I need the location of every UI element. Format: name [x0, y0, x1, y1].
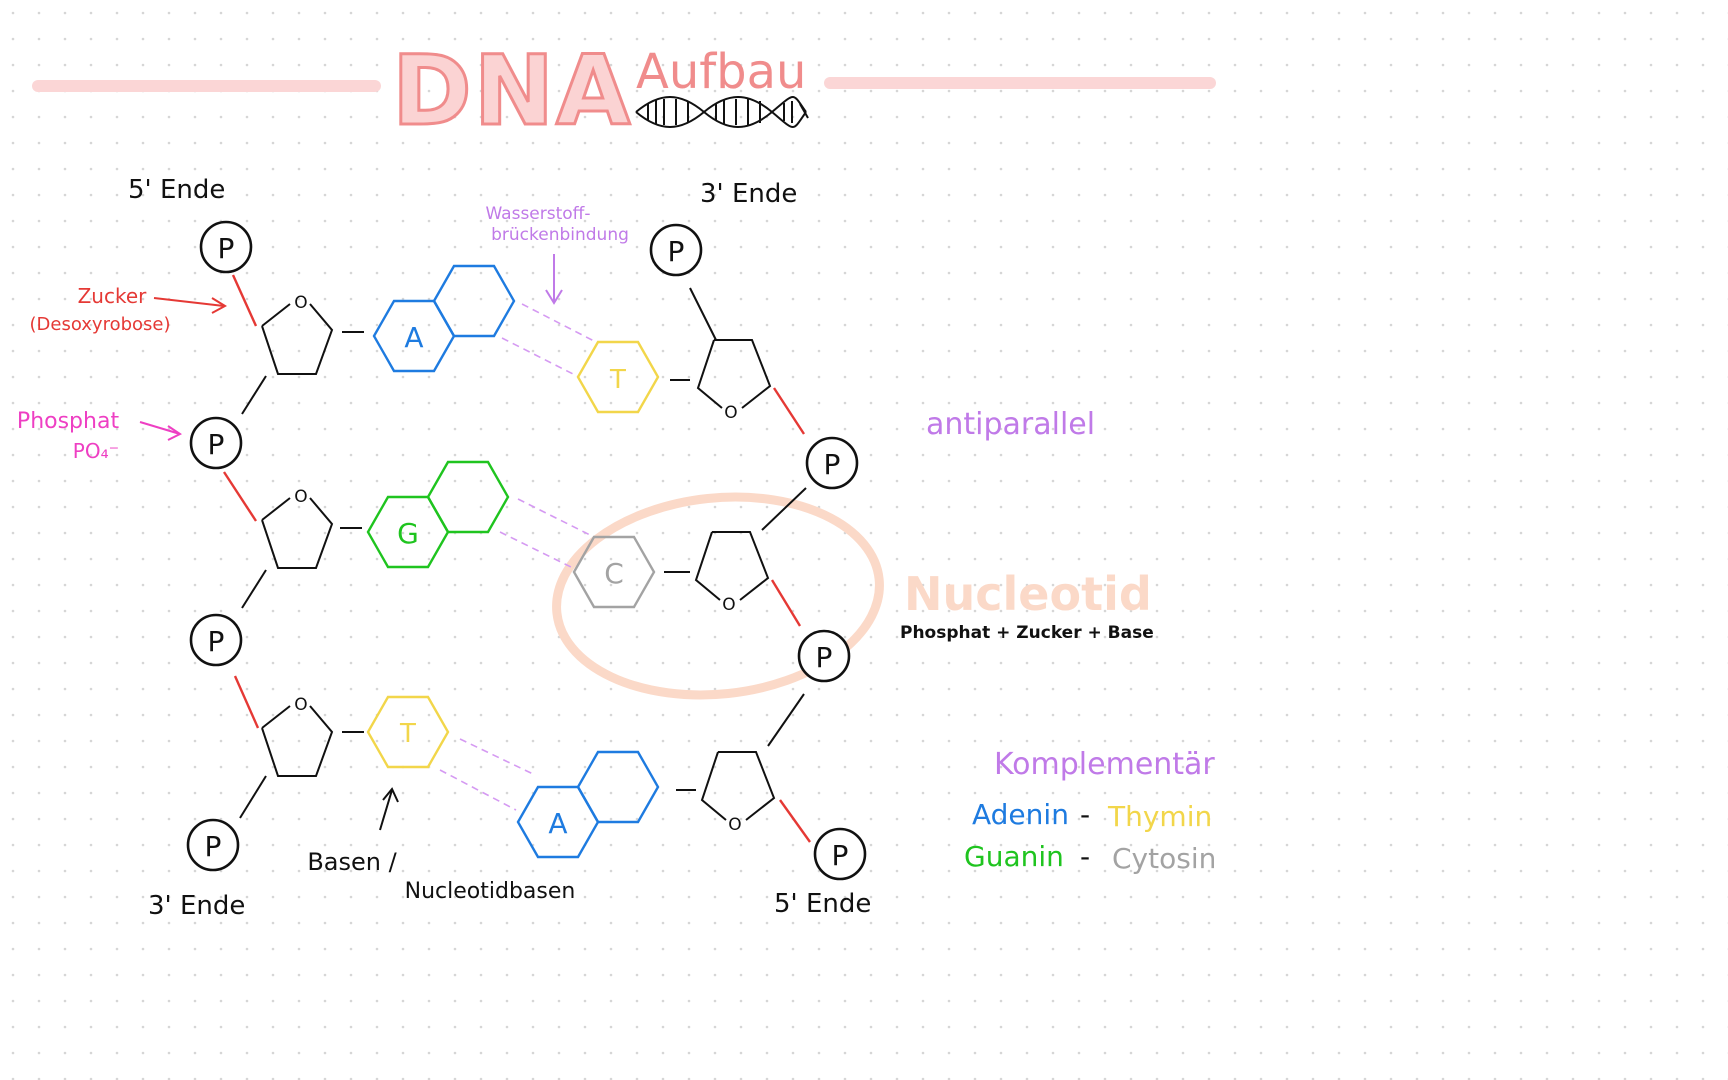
hydrogen-bonds: [439, 303, 595, 811]
svg-text:P: P: [832, 839, 849, 872]
pair-dash-1: -: [1080, 798, 1090, 831]
label-three-prime-top: 3' Ende: [700, 179, 797, 209]
right-strand: O O O P P P P T C: [516, 223, 867, 881]
base-right-cytosine: [572, 535, 656, 609]
note-nucleotid-definition: Phosphat + Zucker + Base: [900, 623, 1154, 643]
base-left-1-letter: A: [404, 321, 423, 354]
base-right-2-letter: C: [604, 557, 624, 590]
label-brueckenbindung: brückenbindung: [491, 225, 629, 245]
phosphate-left-4: P: [186, 818, 240, 872]
label-three-prime-bottom: 3' Ende: [148, 891, 245, 921]
base-right-3-letter: A: [548, 807, 567, 840]
svg-text:P: P: [668, 235, 685, 268]
oxygen-label-right-1: O: [724, 403, 737, 423]
label-phosphat: Phosphat: [17, 409, 120, 434]
label-zucker: Zucker: [78, 284, 148, 308]
svg-text:P: P: [205, 830, 222, 863]
pair-dash-2: -: [1080, 840, 1090, 873]
phosphate-right-2: P: [805, 436, 859, 490]
title-sub: Aufbau: [636, 44, 806, 100]
pair-guanin: Guanin: [964, 840, 1064, 873]
left-strand: O O O P P P P A: [186, 220, 516, 872]
base-left-thymine: [366, 695, 450, 769]
note-nucleotid: Nucleotid: [904, 567, 1152, 621]
pair-thymin: Thymin: [1107, 800, 1212, 833]
zucker-arrow: [153, 297, 228, 314]
note-komplementaer: Komplementär: [994, 747, 1215, 782]
oxygen-label-left-1: O: [294, 293, 307, 313]
base-right-thymine: [576, 340, 660, 414]
phosphate-right-1: P: [649, 223, 703, 277]
base-left-3-letter: T: [399, 719, 416, 749]
oxygen-label-right-2: O: [722, 595, 735, 615]
wasserstoff-arrow: [545, 254, 563, 305]
base-left-2-letter: G: [397, 517, 419, 550]
label-five-prime-bottom: 5' Ende: [774, 889, 871, 919]
phosphate-left-3: P: [189, 613, 243, 667]
dna-helix-icon: [635, 96, 809, 128]
label-nucleotidbasen: Nucleotidbasen: [405, 879, 576, 904]
pair-cytosin: Cytosin: [1112, 842, 1216, 875]
basen-arrow: [379, 787, 399, 831]
phosphate-left-2: P: [189, 416, 243, 470]
label-desoxyribose: (Desoxyrobose): [29, 314, 170, 335]
phosphate-right-3: P: [797, 629, 851, 683]
svg-text:P: P: [208, 428, 225, 461]
oxygen-label-left-2: O: [294, 487, 307, 507]
label-wasserstoff: Wasserstoff-: [485, 204, 590, 224]
base-left-guanine: [366, 460, 510, 569]
note-antiparallel: antiparallel: [926, 407, 1095, 442]
svg-text:P: P: [824, 448, 841, 481]
title-main: DNA: [392, 35, 632, 147]
base-right-adenine: [516, 750, 660, 859]
label-five-prime-top: 5' Ende: [128, 175, 225, 205]
svg-text:P: P: [816, 641, 833, 674]
svg-text:P: P: [208, 625, 225, 658]
pair-adenin: Adenin: [972, 798, 1069, 831]
svg-text:P: P: [218, 232, 235, 265]
nucleotide-highlight-ring: [552, 492, 884, 700]
oxygen-label-left-3: O: [294, 695, 307, 715]
base-left-adenine: [372, 264, 516, 373]
phosphate-right-4: P: [813, 827, 867, 881]
label-basen: Basen /: [307, 848, 397, 876]
phosphate-left-1: P: [199, 220, 253, 274]
oxygen-label-right-3: O: [728, 815, 741, 835]
header: DNA Aufbau: [32, 34, 1216, 149]
base-right-1-letter: T: [609, 365, 626, 395]
phosphat-arrow: [139, 421, 182, 441]
label-phosphat-formula: PO₄⁻: [73, 439, 119, 463]
